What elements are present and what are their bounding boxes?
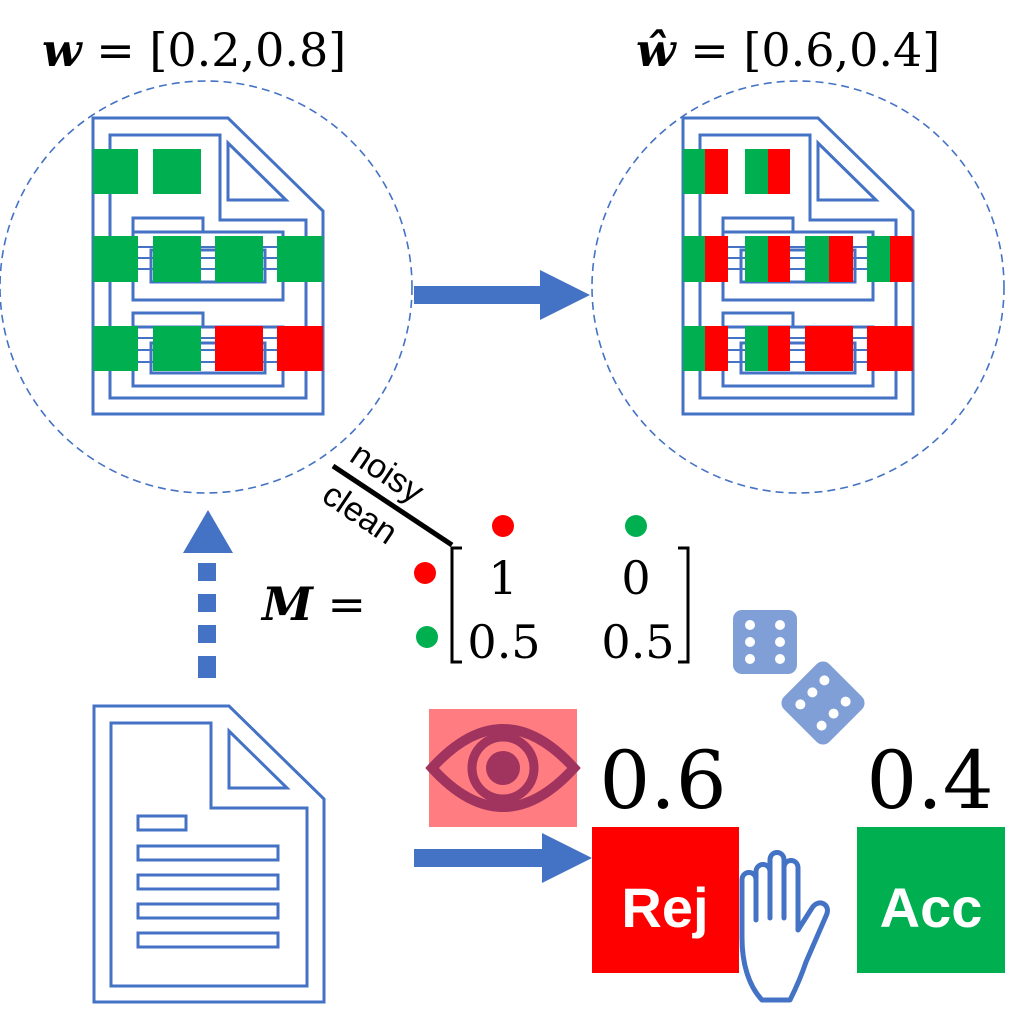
matrix-cell: 1 bbox=[488, 551, 517, 605]
accept-box: Acc bbox=[857, 827, 1005, 973]
matrix-symbol: M = bbox=[260, 577, 366, 631]
column-dot-green bbox=[625, 515, 647, 537]
hand-icon bbox=[739, 850, 830, 1003]
eye-icon bbox=[425, 709, 581, 827]
arrow-right-icon bbox=[414, 270, 590, 320]
matrix-right-bracket bbox=[678, 546, 690, 664]
original-doc-circle bbox=[0, 80, 413, 494]
accept-probability: 0.4 bbox=[866, 734, 993, 827]
matrix-header-divider bbox=[331, 463, 454, 548]
token-green bbox=[153, 149, 201, 194]
accept-label: Acc bbox=[880, 876, 983, 939]
reject-box: Rej bbox=[592, 827, 739, 973]
w-title: w = [0.2,0.8] bbox=[42, 23, 346, 77]
token-green bbox=[215, 236, 263, 282]
token-green bbox=[153, 326, 201, 371]
column-dot-red bbox=[492, 515, 514, 537]
dashed-arrow-up-icon bbox=[183, 510, 233, 678]
reject-probability: 0.6 bbox=[599, 734, 726, 827]
w-hat-title: ŵ = [0.6,0.4] bbox=[636, 23, 940, 77]
reject-label: Rej bbox=[621, 876, 708, 939]
matrix-cell: 0.5 bbox=[467, 615, 540, 669]
original-document-icon bbox=[91, 116, 325, 416]
token-red bbox=[215, 326, 263, 371]
estimated-doc-circle bbox=[591, 80, 1005, 494]
dice-icon bbox=[781, 661, 865, 745]
token-red bbox=[277, 326, 323, 371]
token-green bbox=[153, 236, 201, 282]
row-dot-red bbox=[414, 562, 436, 584]
arrow-right-icon bbox=[414, 833, 592, 883]
token-green bbox=[93, 149, 138, 194]
row-dot-green bbox=[416, 626, 438, 648]
estimated-document-icon bbox=[681, 116, 915, 416]
token-green bbox=[277, 236, 323, 282]
token-green bbox=[93, 326, 138, 371]
matrix-left-bracket bbox=[450, 546, 462, 664]
dice-icon bbox=[733, 610, 797, 674]
token-green bbox=[93, 236, 138, 282]
input-document-icon bbox=[92, 704, 326, 1004]
matrix-cell: 0.5 bbox=[601, 615, 674, 669]
matrix-cell: 0 bbox=[621, 551, 650, 605]
